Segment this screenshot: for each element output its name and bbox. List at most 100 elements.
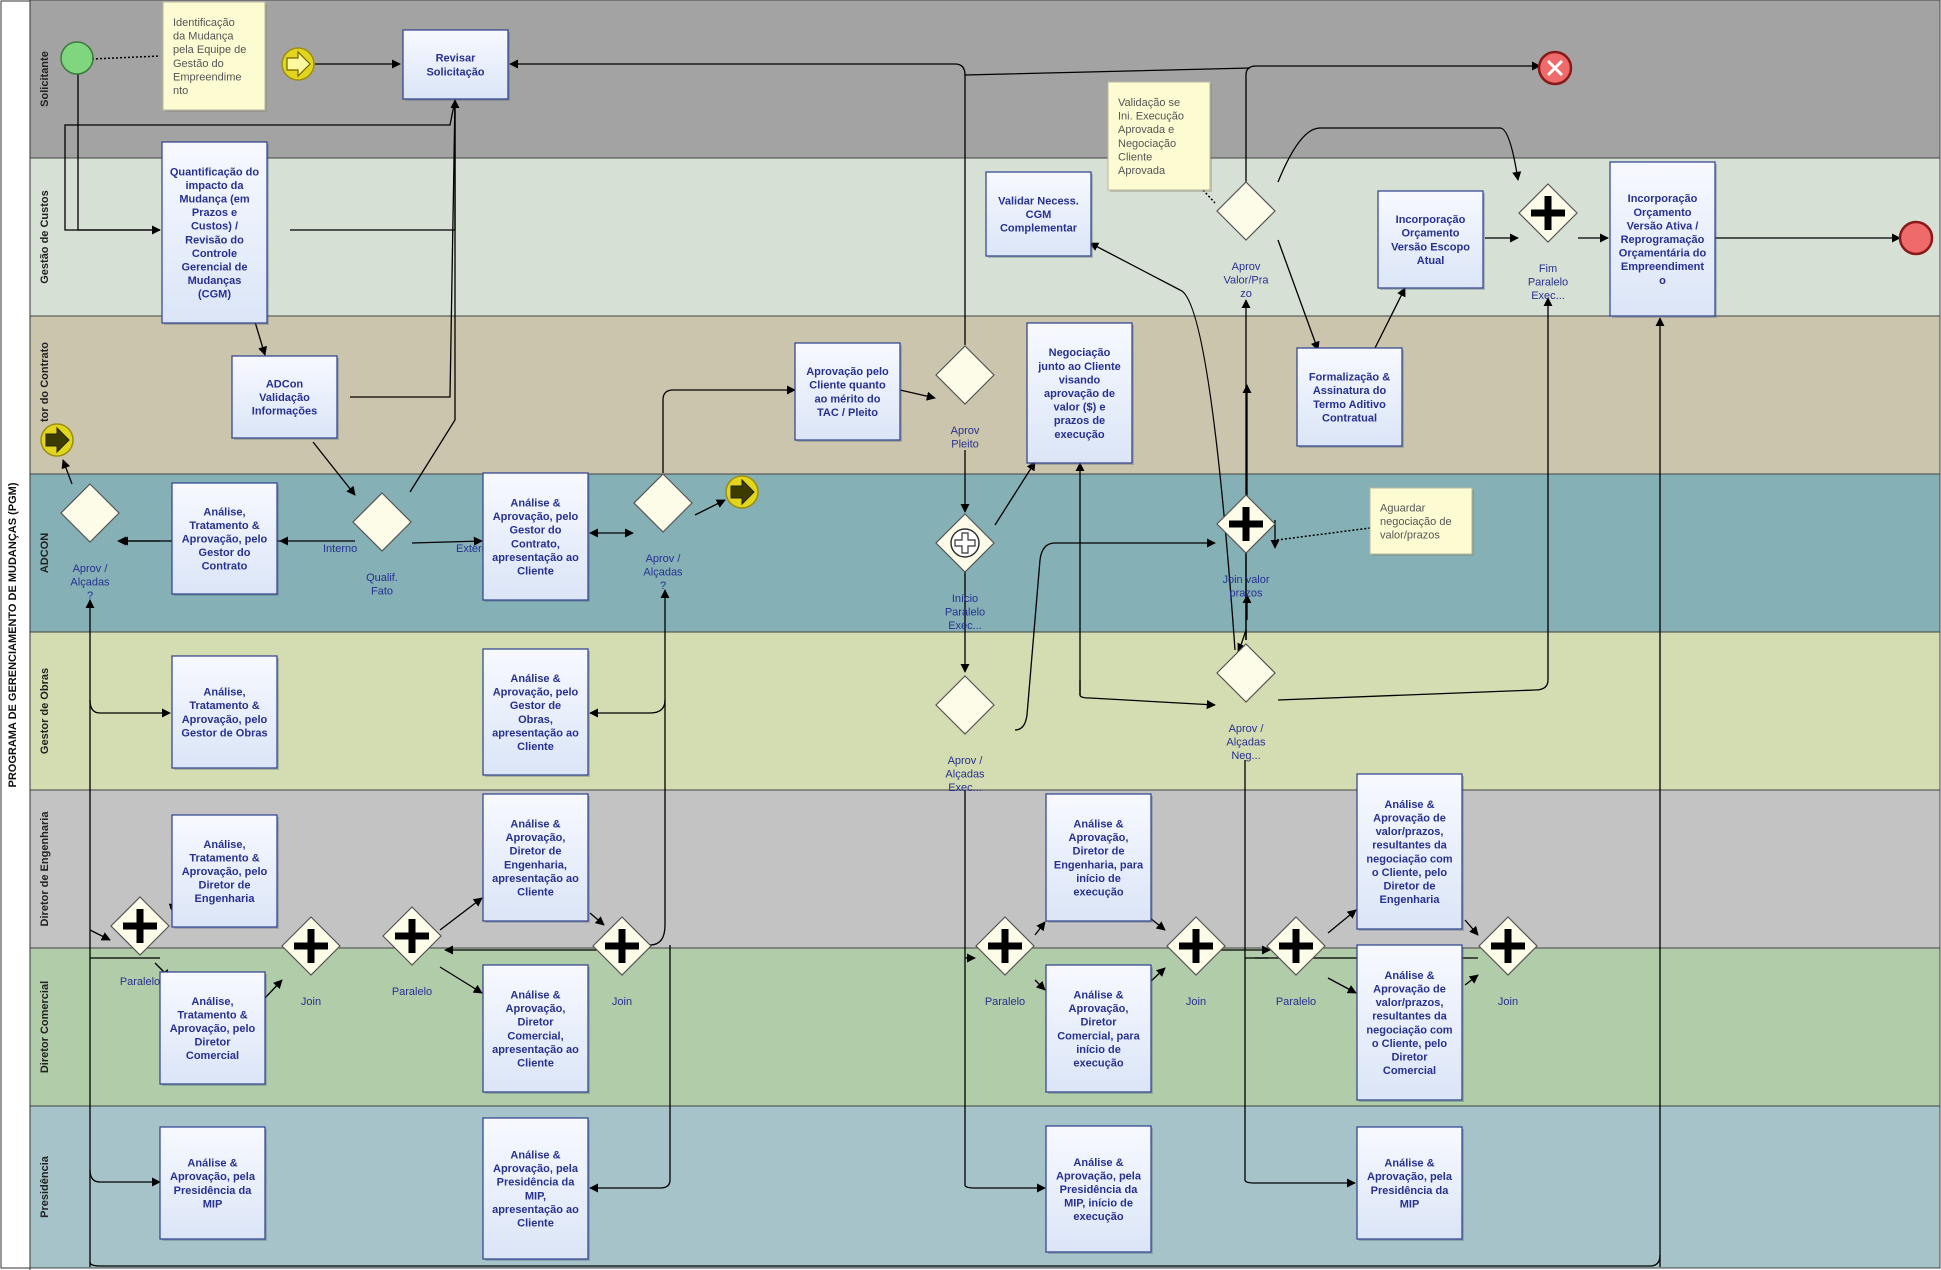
gateway-g-join2[interactable]: Join (592, 916, 652, 1008)
lane-label-adcon: ADCON (39, 533, 51, 573)
end-event[interactable] (1898, 220, 1934, 256)
flow-line (411, 536, 483, 546)
task-label-line: Tratamento & (189, 520, 259, 532)
gateway-label-line: Paralelo (985, 996, 1025, 1008)
gateway-g-join1[interactable]: Join (281, 916, 341, 1008)
gateway-diamond (1216, 643, 1276, 703)
gateway-label: Paralelo (985, 996, 1025, 1008)
task-label-line: Aprovação, pelo (182, 714, 268, 726)
gateway-g-join4[interactable]: Join (1478, 916, 1538, 1008)
flow-line (589, 912, 605, 926)
gateway-g-aprov-alc1[interactable]: Aprov /Alçadas? (60, 483, 120, 602)
task-box (1609, 161, 1716, 317)
error-end-event[interactable] (1537, 50, 1573, 86)
task-label-line: Engenharia (1380, 894, 1441, 906)
annotation-box (1369, 487, 1473, 555)
task-label-line: junto ao Cliente (1037, 361, 1121, 373)
flow-line (1327, 977, 1357, 994)
task-label-line: Gestor do (199, 547, 251, 559)
flow-label-interno: Interno (323, 543, 357, 555)
link-event-throw-adcon[interactable] (725, 475, 759, 509)
link-event-catch[interactable] (40, 423, 74, 457)
gateway-g-paralelo2[interactable]: Paralelo (382, 906, 442, 998)
gateway-g-paralelo3[interactable]: Paralelo (975, 916, 1035, 1008)
task-label-line: Aprovação, (506, 832, 566, 844)
flow-line (899, 389, 936, 401)
task-label-line: Reprogramação (1621, 234, 1705, 246)
task-label-line: execução (1054, 429, 1104, 441)
task-label-line: Diretor (194, 1037, 231, 1049)
gateway-label-line: Qualif. (366, 572, 398, 584)
task-label-line: Mudanças (188, 275, 242, 287)
task-label-line: Comercial, (507, 1030, 563, 1042)
task-label-line: ao mérito do (814, 393, 880, 405)
complex-marker-plus (954, 532, 976, 554)
task-label-line: Mudança (em (179, 194, 250, 206)
task-label-line: negociação com (1366, 1024, 1452, 1036)
task-label-line: apresentação ao (492, 873, 579, 885)
gateway-g-join3[interactable]: Join (1166, 916, 1226, 1008)
flow-line (1464, 974, 1479, 986)
parallel-marker (1179, 929, 1213, 963)
task-label-line: Comercial (186, 1050, 239, 1062)
gateway-label: Join (612, 996, 632, 1008)
task-label-line: o Cliente, pelo (1372, 1038, 1447, 1050)
task-label-line: execução (1073, 1211, 1123, 1223)
lane-solicitante (29, 0, 1941, 159)
task-label-line: Análise, (203, 506, 245, 518)
gateway-label-line: Aprov (1232, 261, 1261, 273)
task-box (1045, 964, 1152, 1093)
gateway-g-paralelo1[interactable]: Paralelo (110, 896, 170, 988)
task-label-line: Formalização & (1309, 372, 1390, 384)
gateway-label: Paralelo (120, 976, 160, 988)
start-event[interactable] (60, 41, 94, 75)
gateway-label-line: zo (1240, 288, 1252, 300)
gateway-g-qualif[interactable]: Qualif.Fato (352, 492, 412, 598)
flow-line (994, 461, 1036, 526)
task-label-line: CGM (1026, 209, 1052, 221)
gateway-g-paralelo4[interactable]: Paralelo (1266, 916, 1326, 1008)
task-label-line: Comercial, para (1057, 1030, 1140, 1042)
lane-label-presidencia: Presidência (39, 1155, 51, 1218)
link-event-throw[interactable] (281, 47, 315, 81)
gateway-label-line: Paralelo (1276, 996, 1316, 1008)
gateway-g-aprov-alc2[interactable]: Aprov /Alçadas? (633, 473, 693, 592)
